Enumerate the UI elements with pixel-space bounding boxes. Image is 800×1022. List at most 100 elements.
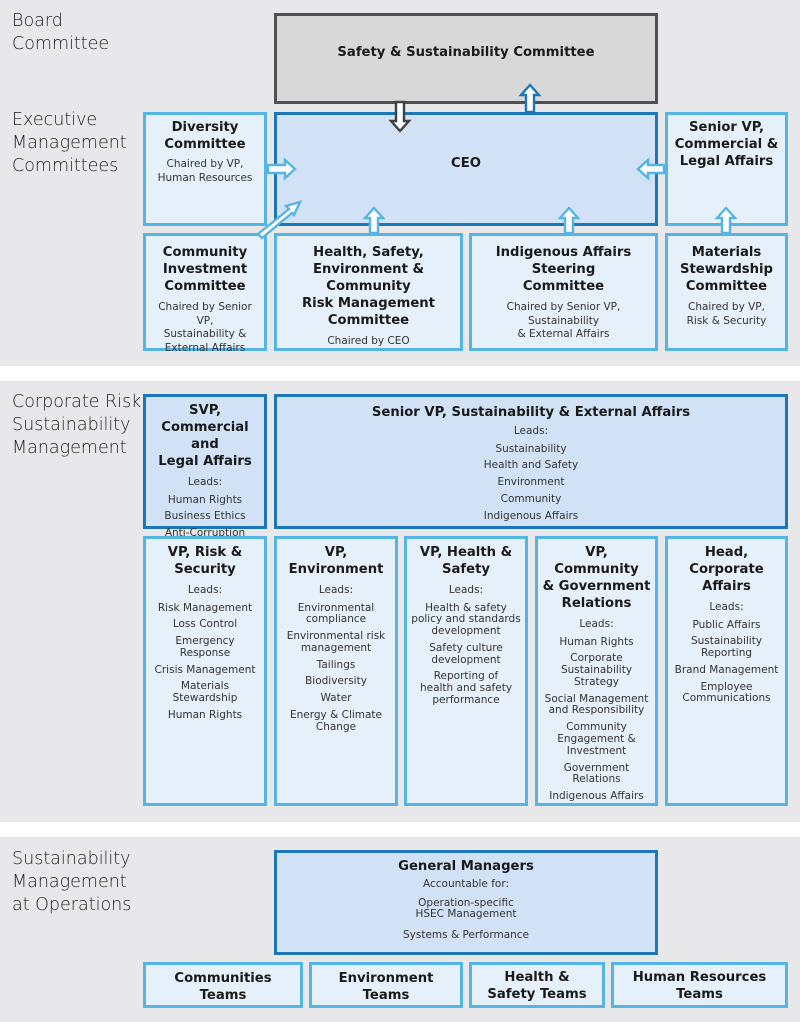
list-item: Biodiversity	[305, 675, 367, 688]
materials-stewardship-committee-title: Materials Stewardship Committee	[680, 245, 773, 294]
diversity-committee-chair: Chaired by VP, Human Resources	[157, 158, 253, 184]
senior-vp-legal-box: Senior VP, Commercial & Legal Affairs	[665, 112, 788, 226]
vp-health-safety-box: VP, Health & Safety Leads: Health & safe…	[404, 536, 528, 806]
general-managers-list: Operation-specific HSEC Management Syste…	[277, 896, 655, 942]
team-communities: Communities Teams	[143, 962, 303, 1008]
list-item: Indigenous Affairs	[549, 790, 644, 803]
vp-community-leads: Leads:	[579, 618, 614, 630]
senior-vp-legal-title: Senior VP, Commercial & Legal Affairs	[674, 120, 779, 169]
svp-sustainability-leads: Leads:	[513, 425, 549, 437]
list-item: Water	[320, 692, 352, 705]
ceo-title: CEO	[451, 156, 481, 171]
list-item: Health and Safety	[483, 459, 579, 472]
diversity-committee-box: Diversity Committee Chaired by VP, Human…	[143, 112, 267, 226]
head-corporate-title: Head, Corporate Affairs	[689, 545, 764, 594]
head-corporate-leads: Leads:	[709, 601, 744, 613]
svp-sustainability-box: Senior VP, Sustainability & External Aff…	[274, 394, 788, 529]
vp-community-list: Human Rights Corporate Sustainability St…	[538, 635, 655, 804]
vp-risk-list: Risk Management Loss Control Emergency R…	[146, 601, 264, 722]
list-item: Tailings	[316, 658, 356, 671]
vp-environment-leads: Leads:	[318, 584, 354, 596]
vp-risk-box: VP, Risk & Security Leads: Risk Manageme…	[143, 536, 267, 806]
vp-health-safety-title: VP, Health & Safety	[419, 545, 513, 577]
team-label: Communities Teams	[174, 971, 272, 1003]
vp-risk-title: VP, Risk & Security	[167, 545, 243, 577]
hsec-risk-committee-box: Health, Safety, Environment & Community …	[274, 233, 463, 351]
list-item: Community Engagement & Investment	[557, 721, 636, 757]
svp-commercial-list: Human Rights Business Ethics Anti-Corrup…	[146, 493, 264, 540]
list-item: Environment	[497, 476, 565, 489]
list-item: Reporting of health and safety performan…	[419, 670, 513, 707]
board-committee-title: Safety & Sustainability Committee	[337, 45, 595, 60]
ceo-box: CEO	[274, 112, 658, 226]
head-corporate-list: Public Affairs Sustainability Reporting …	[668, 618, 785, 706]
list-item: Emergency Response	[175, 635, 235, 659]
list-item: Brand Management	[674, 663, 779, 676]
list-item: Energy & Climate Change	[289, 709, 383, 733]
team-label: Environment Teams	[338, 971, 434, 1003]
vp-community-title: VP, Community & Government Relations	[542, 545, 651, 611]
list-item: Social Management and Responsibility	[544, 692, 649, 717]
general-managers-title: General Managers	[398, 859, 534, 874]
board-committee-box: Safety & Sustainability Committee	[274, 13, 658, 104]
indigenous-steering-chair: Chaired by Senior VP, Sustainability & E…	[506, 301, 621, 340]
indigenous-steering-box: Indigenous Affairs Steering Committee Ch…	[469, 233, 658, 351]
community-investment-title: Community Investment Committee	[162, 245, 248, 294]
list-item: Community	[500, 492, 562, 505]
list-item: Loss Control	[172, 618, 238, 631]
vp-environment-list: Environmental compliance Environmental r…	[277, 601, 395, 734]
community-investment-box: Community Investment Committee Chaired b…	[143, 233, 267, 354]
svp-sustainability-list: Sustainability Health and Safety Environ…	[277, 442, 785, 523]
list-item: Public Affairs	[692, 618, 761, 631]
head-corporate-box: Head, Corporate Affairs Leads: Public Af…	[665, 536, 788, 806]
vp-health-safety-leads: Leads:	[448, 584, 484, 596]
vp-environment-title: VP, Environment	[288, 545, 384, 577]
list-item: Crisis Management	[154, 663, 256, 676]
vp-risk-leads: Leads:	[187, 584, 223, 596]
diversity-committee-title: Diversity Committee	[164, 120, 246, 152]
general-managers-accountable: Accountable for:	[423, 878, 509, 890]
vp-environment-box: VP, Environment Leads: Environmental com…	[274, 536, 398, 806]
list-item: Human Rights	[167, 493, 243, 506]
svp-commercial-box: SVP, Commercial and Legal Affairs Leads:…	[143, 394, 267, 539]
team-human-resources: Human Resources Teams	[611, 962, 788, 1008]
list-item: Sustainability Reporting	[690, 635, 763, 660]
materials-stewardship-committee-chair: Chaired by VP, Risk & Security	[686, 301, 767, 327]
list-item: Materials Stewardship	[172, 680, 238, 705]
list-item: Environmental compliance	[297, 601, 375, 626]
list-item: Human Rights	[167, 709, 243, 722]
list-item: Safety culture development	[429, 641, 503, 666]
list-item: Operation-specific HSEC Management	[415, 896, 517, 921]
vp-community-box: VP, Community & Government Relations Lea…	[535, 536, 658, 806]
community-investment-chair: Chaired by Senior VP, Sustainability & E…	[158, 301, 252, 354]
section-label-board: Board Committee	[12, 11, 110, 54]
list-item: Risk Management	[157, 601, 253, 614]
list-item: Corporate Sustainability Strategy	[560, 652, 633, 688]
list-item: Human Rights	[559, 635, 634, 648]
team-label: Health & Safety Teams	[487, 970, 587, 1002]
list-item: Employee Communications	[682, 680, 771, 705]
section-label-corporate: Corporate Risk Sustainability Management	[12, 392, 142, 458]
team-environment: Environment Teams	[309, 962, 463, 1008]
section-label-operations: Sustainability Management at Operations	[12, 849, 132, 915]
list-item: Business Ethics	[164, 510, 246, 523]
general-managers-box: General Managers Accountable for: Operat…	[274, 850, 658, 955]
hsec-risk-committee-title: Health, Safety, Environment & Community …	[302, 245, 435, 328]
svp-sustainability-title: Senior VP, Sustainability & External Aff…	[371, 405, 691, 420]
list-item: Government Relations	[563, 761, 630, 786]
vp-health-safety-list: Health & safety policy and standards dev…	[407, 601, 525, 707]
indigenous-steering-title: Indigenous Affairs Steering Committee	[495, 245, 632, 294]
list-item: Anti-Corruption	[164, 527, 246, 540]
section-label-executive: Executive Management Committees	[12, 110, 127, 176]
svp-commercial-title: SVP, Commercial and Legal Affairs	[158, 403, 252, 469]
list-item: Health & safety policy and standards dev…	[411, 601, 521, 638]
list-item: Systems & Performance	[402, 929, 530, 942]
hsec-risk-committee-chair: Chaired by CEO	[327, 335, 410, 347]
team-label: Human Resources Teams	[632, 970, 767, 1002]
list-item: Environmental risk management	[286, 630, 386, 654]
list-item: Sustainability	[495, 442, 567, 455]
team-health-safety: Health & Safety Teams	[469, 962, 605, 1008]
svp-commercial-leads: Leads:	[187, 476, 223, 488]
list-item: Indigenous Affairs	[483, 509, 579, 522]
materials-stewardship-committee-box: Materials Stewardship Committee Chaired …	[665, 233, 788, 351]
